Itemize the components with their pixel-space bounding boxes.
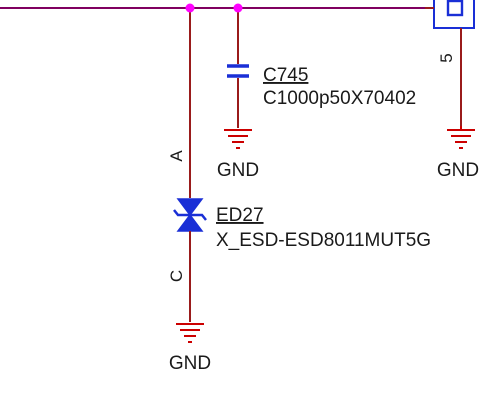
- diode-pin-anode: A: [167, 150, 186, 162]
- ground-symbol-icon: [176, 323, 204, 343]
- ground-symbol-icon: [224, 129, 252, 149]
- junction-dot-icon: [185, 3, 195, 13]
- tvs-diode-icon: [173, 198, 207, 232]
- capacitor-icon: [227, 64, 249, 78]
- gnd-label-connector: GND: [437, 160, 479, 181]
- capacitor-value: C1000p50X70402: [263, 88, 416, 109]
- ground-symbol-icon: [447, 126, 475, 149]
- gnd-label-diode: GND: [169, 353, 211, 374]
- gnd-label-capacitor: GND: [217, 160, 259, 181]
- connector-symbol: 5: [425, 0, 475, 63]
- diode-ref: ED27: [216, 205, 264, 226]
- junction-dot-icon: [233, 3, 243, 13]
- connector-pin-label: 5: [437, 53, 456, 62]
- capacitor-ref: C745: [263, 65, 308, 86]
- diode-pin-cathode: C: [167, 270, 186, 282]
- diode-value: X_ESD-ESD8011MUT5G: [216, 230, 431, 251]
- connector-pin-icon: [446, 0, 464, 17]
